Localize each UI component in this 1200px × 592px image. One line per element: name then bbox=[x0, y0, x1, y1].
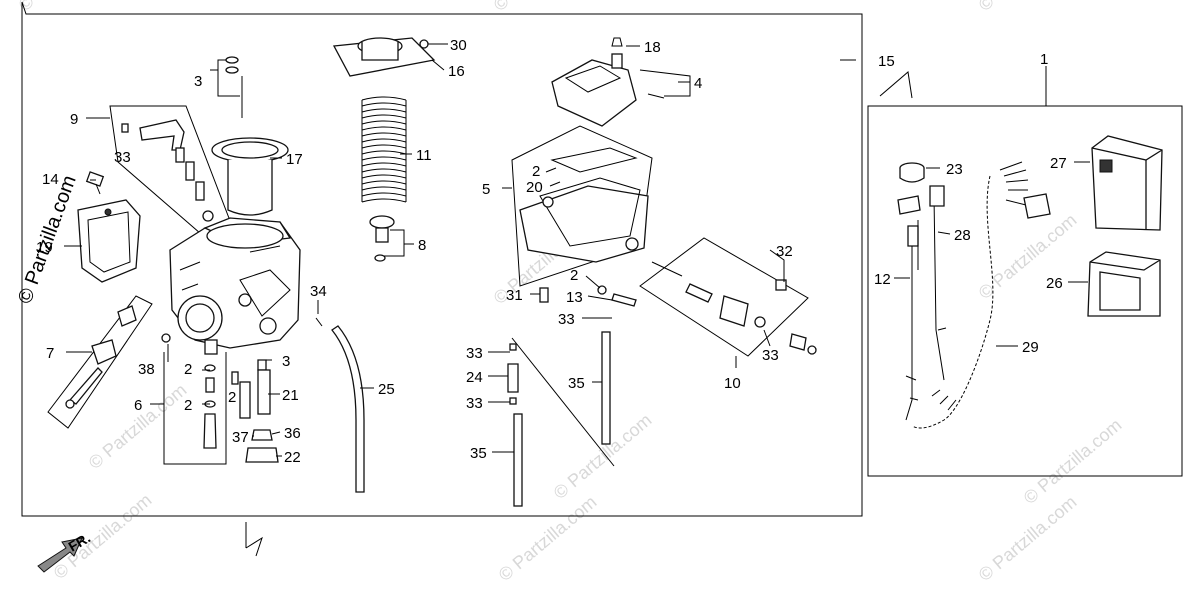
callout-33: 33 bbox=[466, 395, 483, 412]
callout-37: 37 bbox=[232, 429, 249, 446]
callout-2: 2 bbox=[532, 163, 540, 180]
watermark: © Partzilla.com bbox=[85, 380, 191, 473]
kit-frame bbox=[867, 105, 1183, 477]
drain-hose bbox=[315, 317, 365, 493]
callout-3: 3 bbox=[282, 353, 290, 370]
callout-labels: 3 9 33 14 19 7 17 38 6 2 2 2 3 21 37 36 … bbox=[36, 37, 1067, 466]
float-valve-parts bbox=[231, 359, 279, 463]
cdi-unit bbox=[1091, 135, 1163, 231]
callout-15: 15 bbox=[878, 53, 895, 70]
watermark: © Partzilla.com bbox=[490, 0, 596, 15]
screw bbox=[539, 287, 549, 303]
callout-28: 28 bbox=[954, 227, 971, 244]
callout-17: 17 bbox=[286, 151, 303, 168]
fuel-fitting bbox=[121, 119, 214, 222]
jet-needle bbox=[225, 56, 243, 118]
callout-10: 10 bbox=[724, 375, 741, 392]
callout-33: 33 bbox=[114, 149, 131, 166]
screw bbox=[161, 333, 171, 343]
callout-14: 14 bbox=[42, 171, 59, 188]
callout-1: 1 bbox=[1040, 51, 1048, 68]
kit-break bbox=[879, 71, 913, 99]
callout-33: 33 bbox=[762, 347, 779, 364]
callout-38: 38 bbox=[138, 361, 155, 378]
watermark: © Partzilla.com bbox=[15, 0, 121, 15]
callout-36: 36 bbox=[284, 425, 301, 442]
callout-2: 2 bbox=[184, 397, 192, 414]
callout-27: 27 bbox=[1050, 155, 1067, 172]
watermark: © Partzilla.com bbox=[495, 492, 601, 585]
top-cover bbox=[332, 37, 436, 77]
watermark: © Partzilla.com bbox=[975, 0, 1081, 15]
callout-22: 22 bbox=[284, 449, 301, 466]
callout-35: 35 bbox=[470, 445, 487, 462]
callout-29: 29 bbox=[1022, 339, 1039, 356]
callout-23: 23 bbox=[946, 161, 963, 178]
callout-26: 26 bbox=[1046, 275, 1063, 292]
main-frame bbox=[21, 1, 863, 517]
callout-8: 8 bbox=[418, 237, 426, 254]
callout-12: 12 bbox=[874, 271, 891, 288]
callout-11: 11 bbox=[416, 147, 432, 164]
callout-35: 35 bbox=[568, 375, 585, 392]
watermark: © Partzilla.com bbox=[1020, 415, 1126, 508]
pilot-screw-set bbox=[47, 295, 153, 429]
spring bbox=[361, 96, 407, 203]
callout-16: 16 bbox=[448, 63, 465, 80]
callout-3: 3 bbox=[194, 73, 202, 90]
callout-7: 7 bbox=[46, 345, 54, 362]
callout-20: 20 bbox=[526, 179, 543, 196]
callout-24: 24 bbox=[466, 369, 483, 386]
callout-32: 32 bbox=[776, 243, 793, 260]
air-cover bbox=[77, 199, 141, 283]
callout-25: 25 bbox=[378, 381, 395, 398]
callout-2: 2 bbox=[184, 361, 192, 378]
callout-19: 19 bbox=[36, 239, 53, 256]
callout-9: 9 bbox=[70, 111, 78, 128]
callout-leaders bbox=[64, 43, 1090, 457]
float bbox=[551, 37, 665, 127]
starter-valve bbox=[639, 237, 817, 357]
callout-34: 34 bbox=[310, 283, 327, 300]
callout-18: 18 bbox=[644, 39, 661, 56]
jet-group bbox=[163, 352, 227, 465]
screw bbox=[85, 171, 105, 195]
vent-tubes bbox=[507, 331, 615, 507]
watermark: © Partzilla.com bbox=[50, 490, 156, 583]
callout-5: 5 bbox=[482, 181, 490, 198]
callout-13: 13 bbox=[566, 289, 583, 306]
callout-2: 2 bbox=[570, 267, 578, 284]
diaphragm bbox=[211, 137, 289, 216]
cdi-rubber bbox=[1087, 251, 1161, 317]
callout-30: 30 bbox=[450, 37, 467, 54]
callout-21: 21 bbox=[282, 387, 299, 404]
watermark: © Partzilla.com bbox=[975, 492, 1081, 585]
callout-33: 33 bbox=[558, 311, 575, 328]
needle-holder bbox=[369, 215, 395, 262]
callout-2: 2 bbox=[228, 389, 236, 406]
callout-4: 4 bbox=[694, 75, 702, 92]
callout-31: 31 bbox=[506, 287, 523, 304]
callout-33: 33 bbox=[466, 345, 483, 362]
main-frame-break bbox=[245, 522, 263, 557]
wiring-kit bbox=[897, 161, 1051, 429]
float-bowl bbox=[511, 125, 653, 307]
carburetor-body bbox=[109, 105, 301, 355]
callout-6: 6 bbox=[134, 397, 142, 414]
